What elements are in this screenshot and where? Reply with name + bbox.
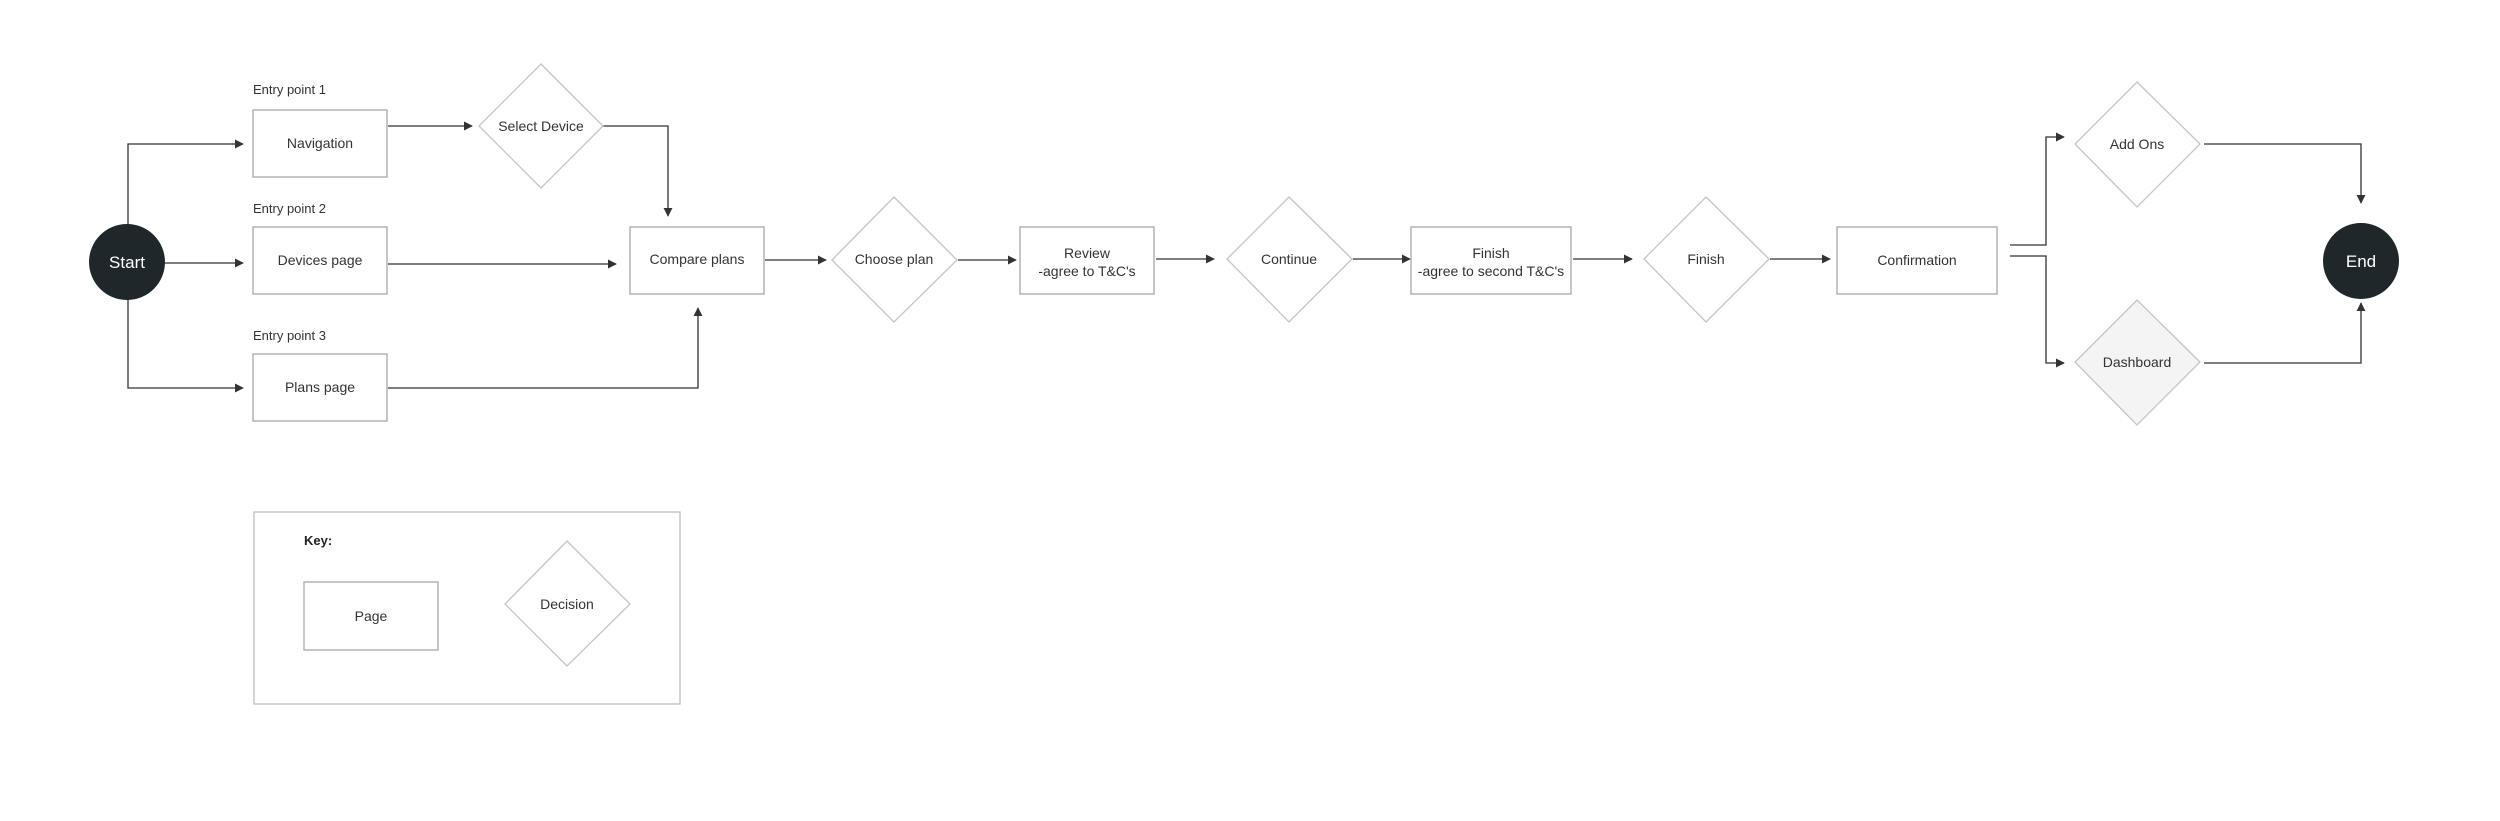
finish-page: Finish -agree to second T&C's <box>1410 226 1572 295</box>
plans-page-box <box>252 353 388 422</box>
confirmation-label: Confirmation <box>1877 252 1956 268</box>
compare-plans-label: Compare plans <box>650 251 745 267</box>
edge-plans-page-to-compare-plans <box>388 307 703 389</box>
choose-plan-decision: Choose plan <box>831 196 958 323</box>
key-title: Key: <box>304 533 332 548</box>
continue-decision: Continue <box>1226 196 1353 323</box>
end-label: End <box>2346 252 2376 271</box>
finish-diamond <box>1643 196 1770 323</box>
key-legend: Key: Page Decision <box>253 511 681 705</box>
navigation-label: Navigation <box>287 135 353 151</box>
compare-plans-box <box>629 226 765 295</box>
entry-point-3-label: Entry point 3 <box>253 328 326 343</box>
finish-page-label-line2: -agree to second T&C's <box>1418 263 1564 279</box>
end-circle <box>2323 223 2399 299</box>
edge-add-ons-to-end <box>2204 143 2366 204</box>
add-ons-label: Add Ons <box>2110 136 2164 152</box>
review-label-line2: -agree to T&C's <box>1038 263 1135 279</box>
select-device-label: Select Device <box>498 118 584 134</box>
dashboard-decision: Dashboard <box>2074 299 2201 426</box>
start-circle <box>89 224 165 300</box>
edge-select-device-to-compare-plans <box>603 125 673 217</box>
edge-start-to-navigation <box>127 139 244 226</box>
finish-decision-label: Finish <box>1687 251 1724 267</box>
plans-page: Plans page <box>252 353 388 422</box>
edges <box>127 121 2366 393</box>
review-box <box>1019 226 1155 295</box>
review-page: Review -agree to T&C's <box>1019 226 1155 295</box>
devices-page-box <box>252 226 388 295</box>
navigation-page: Navigation <box>252 109 388 178</box>
devices-page-label: Devices page <box>278 252 363 268</box>
devices-page: Devices page <box>252 226 388 295</box>
key-decision-label: Decision <box>540 596 594 612</box>
entry-point-1-label: Entry point 1 <box>253 82 326 97</box>
finish-decision: Finish <box>1643 196 1770 323</box>
edge-confirmation-to-add-ons <box>2010 132 2065 246</box>
select-device-diamond <box>478 63 604 189</box>
select-device-decision: Select Device <box>478 63 604 189</box>
edge-confirmation-to-dashboard <box>2010 255 2065 368</box>
confirmation-box <box>1836 226 1998 295</box>
choose-plan-diamond <box>831 196 958 323</box>
key-decision-diamond <box>504 540 631 667</box>
navigation-box <box>252 109 388 178</box>
key-page-label: Page <box>355 608 388 624</box>
finish-page-box <box>1410 226 1572 295</box>
start-label: Start <box>109 253 145 272</box>
key-page-box <box>303 581 439 651</box>
dashboard-diamond <box>2074 299 2201 426</box>
confirmation-page: Confirmation <box>1836 226 1998 295</box>
plans-page-label: Plans page <box>285 379 355 395</box>
add-ons-decision: Add Ons <box>2074 81 2201 208</box>
end-node: End <box>2323 223 2399 299</box>
continue-label: Continue <box>1261 251 1317 267</box>
add-ons-diamond <box>2074 81 2201 208</box>
review-label-line1: Review <box>1064 245 1111 261</box>
start-node: Start <box>89 224 165 300</box>
dashboard-label: Dashboard <box>2103 354 2172 370</box>
edge-dashboard-to-end <box>2204 302 2366 364</box>
edge-start-to-plans-page <box>127 298 244 393</box>
entry-point-2-label: Entry point 2 <box>253 201 326 216</box>
continue-diamond <box>1226 196 1353 323</box>
compare-plans-page: Compare plans <box>629 226 765 295</box>
choose-plan-label: Choose plan <box>855 251 934 267</box>
finish-page-label-line1: Finish <box>1472 245 1509 261</box>
